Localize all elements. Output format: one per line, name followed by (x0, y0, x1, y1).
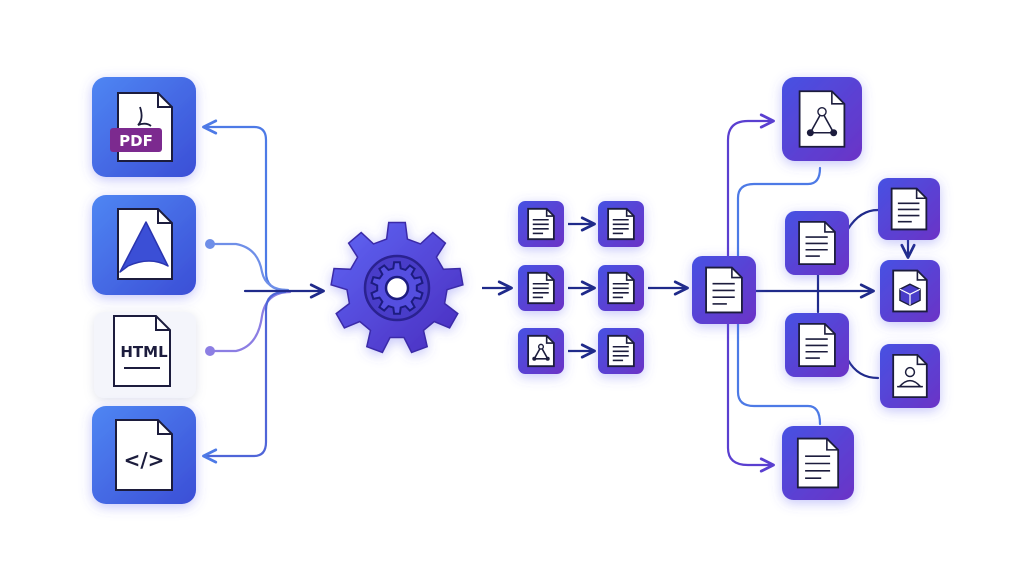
connector-code (202, 290, 287, 464)
document-icon (607, 207, 635, 241)
output-tiles (692, 77, 940, 500)
connector-acrobat (208, 242, 290, 292)
document-icon (607, 334, 635, 368)
acrobat-file-tile (92, 195, 196, 295)
connector-dot-html (205, 346, 215, 356)
connector-hub-to-top (726, 113, 775, 264)
gear-icon (330, 221, 464, 354)
html-file-tile: HTML (94, 312, 196, 398)
grid-doc-left-2 (518, 265, 564, 311)
document-icon (798, 220, 836, 266)
cube-icon (892, 269, 928, 313)
connector-hub-to-bottom (726, 320, 775, 473)
connector-hub-upper (736, 166, 822, 264)
code-file-icon: </> (115, 419, 173, 491)
pdf-badge-label: PDF (119, 132, 153, 150)
code-file-tile: </> (92, 406, 196, 504)
document-icon (527, 271, 555, 305)
connector-dot-acrobat (205, 239, 215, 249)
document-icon (607, 271, 635, 305)
right-connectors (726, 113, 916, 473)
grid-doc-right-1 (598, 201, 644, 247)
grid-doc-left-1 (518, 201, 564, 247)
connector-pdf (202, 119, 287, 292)
document-grid (518, 201, 644, 374)
html-file-icon: HTML (113, 315, 171, 387)
document-icon (796, 437, 840, 489)
output-doc-b-tile (785, 313, 849, 377)
document-icon (890, 187, 928, 231)
output-person-tile (880, 344, 940, 408)
output-pdf-tile (782, 77, 862, 161)
connector-doc-b-to-e (846, 358, 880, 380)
connector-html (208, 290, 292, 353)
output-doc-a-tile (785, 211, 849, 275)
grid-doc-left-3 (518, 328, 564, 374)
code-label: </> (124, 448, 165, 472)
document-icon (527, 207, 555, 241)
output-doc-bottom-tile (782, 426, 854, 500)
html-label: HTML (120, 343, 168, 361)
left-connectors (202, 119, 325, 464)
pdf-symbol-icon (527, 334, 555, 368)
hub-document-tile (692, 256, 756, 324)
connector-hub-lower (736, 320, 822, 426)
person-icon (892, 353, 928, 399)
pdf-file-icon: PDF (110, 92, 173, 162)
document-icon (705, 266, 743, 314)
connector-doc-a-to-c (846, 208, 880, 231)
pdf-file-tile: PDF (92, 77, 196, 177)
document-icon (798, 322, 836, 368)
acrobat-file-icon (117, 208, 173, 280)
output-cube-tile (880, 260, 940, 322)
pdf-symbol-icon (798, 90, 846, 148)
grid-doc-right-3 (598, 328, 644, 374)
grid-doc-right-2 (598, 265, 644, 311)
output-doc-c-tile (878, 178, 940, 240)
